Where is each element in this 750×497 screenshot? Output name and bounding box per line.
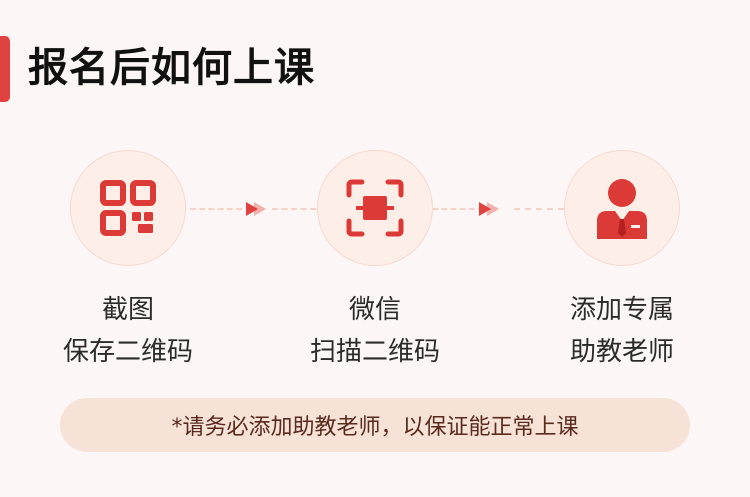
step-3-label-line1: 添加专属 <box>569 295 674 325</box>
scan-frame-icon <box>346 179 404 237</box>
title-accent-bar <box>0 36 10 102</box>
connector-line-2 <box>432 208 484 210</box>
step-1-label-line1: 截图 <box>101 295 154 325</box>
notice-banner: *请务必添加助教老师，以保证能正常上课 <box>60 398 690 452</box>
connector-line-4 <box>514 208 564 210</box>
qr-code-icon <box>100 180 156 236</box>
step-1-label-line2: 保存二维码 <box>62 337 193 367</box>
step-3-icon-circle <box>564 150 680 266</box>
notice-text: *请务必添加助教老师，以保证能正常上课 <box>171 415 579 440</box>
teacher-avatar-icon <box>597 179 647 239</box>
connector-line-3 <box>272 208 316 210</box>
step-2-label: 微信 扫描二维码 <box>275 289 475 373</box>
page-title: 报名后如何上课 <box>28 45 315 91</box>
step-3-label-line2: 助教老师 <box>569 337 674 367</box>
connector-line-1 <box>190 208 242 210</box>
step-2-icon-circle <box>317 150 433 266</box>
step-2-label-line2: 扫描二维码 <box>309 337 440 367</box>
arrow-right-icon <box>479 202 499 216</box>
step-1-icon-circle <box>70 150 186 266</box>
arrow-right-icon <box>246 202 266 216</box>
step-3-label: 添加专属 助教老师 <box>522 289 722 373</box>
step-2-label-line1: 微信 <box>348 295 401 325</box>
step-1-label: 截图 保存二维码 <box>28 289 228 373</box>
